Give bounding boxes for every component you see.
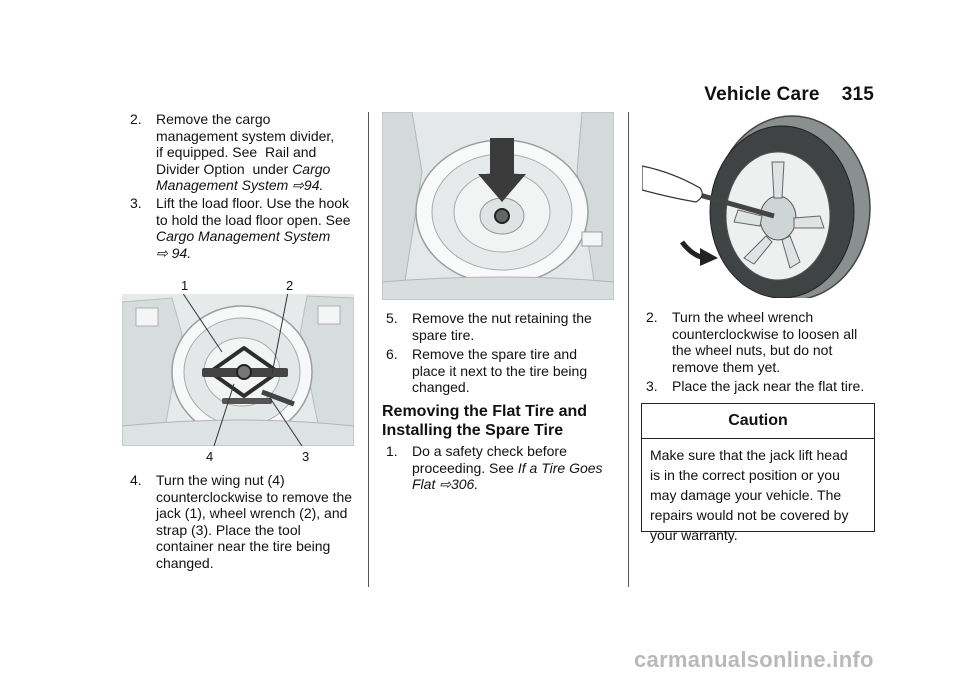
caution-text: Make sure that the jack lift head is in … (650, 447, 849, 543)
page-header: Vehicle Care 315 (704, 84, 874, 106)
link-flat[interactable]: Flat (412, 476, 440, 492)
callout-4: 4 (206, 449, 214, 464)
link-cargo-management-system[interactable]: Management System (156, 177, 293, 193)
step-2-remove-divider: 2. Remove the cargo management system di… (130, 111, 335, 193)
spare-tire-nut-illustration (382, 112, 614, 300)
link-cargo-management-system-2[interactable]: Cargo Management System (156, 228, 331, 244)
step-2-loosen-nuts: 2. Turn the wheel wrench counterclockwis… (646, 309, 858, 375)
watermark: carmanualsonline.info (634, 647, 874, 672)
step-5-remove-nut: 5. Remove the nut retaining the spare ti… (386, 310, 592, 343)
caution-title: Caution (642, 404, 874, 439)
column-divider-2 (628, 112, 629, 587)
step-1-safety-check: 1. Do a safety check before proceeding. … (386, 443, 603, 492)
section-title-removing-flat-tire: Removing the Flat Tire and Installing th… (382, 403, 588, 439)
page-ref-306[interactable]: 306 (450, 476, 475, 492)
caution-box: Caution Make sure that the jack lift hea… (641, 403, 875, 543)
step-3-place-jack: 3. Place the jack near the flat tire. (646, 378, 865, 394)
page-ref-94-2[interactable]: 94 (171, 244, 188, 261)
link-cargo[interactable]: Cargo (292, 160, 331, 177)
page-number: 315 (841, 84, 874, 105)
spare-tire-jack-illustration (122, 294, 354, 446)
callout-1: 1 (181, 278, 189, 293)
page-ref-94[interactable]: 94 (303, 177, 320, 193)
link-if-a-tire-goes-flat[interactable]: If a Tire Goes (517, 459, 603, 476)
page-ref-icon: ⇨ (439, 476, 451, 492)
callout-2: 2 (286, 278, 294, 293)
page-ref-icon: ⇨ (292, 177, 304, 193)
step-3-lift-load-floor: 3. Lift the load floor. Use the hook to … (130, 195, 366, 261)
step-6-remove-spare: 6. Remove the spare tire and place it ne… (386, 346, 588, 395)
page-ref-icon: ⇨ (156, 244, 168, 261)
section-name: Vehicle Care (704, 84, 820, 105)
column-divider-1 (368, 112, 369, 587)
callout-3: 3 (302, 449, 310, 464)
wheel-wrench-illustration (642, 112, 872, 298)
step-4-turn-wing-nut: 4. Turn the wing nut (4) counterclockwis… (130, 472, 353, 571)
